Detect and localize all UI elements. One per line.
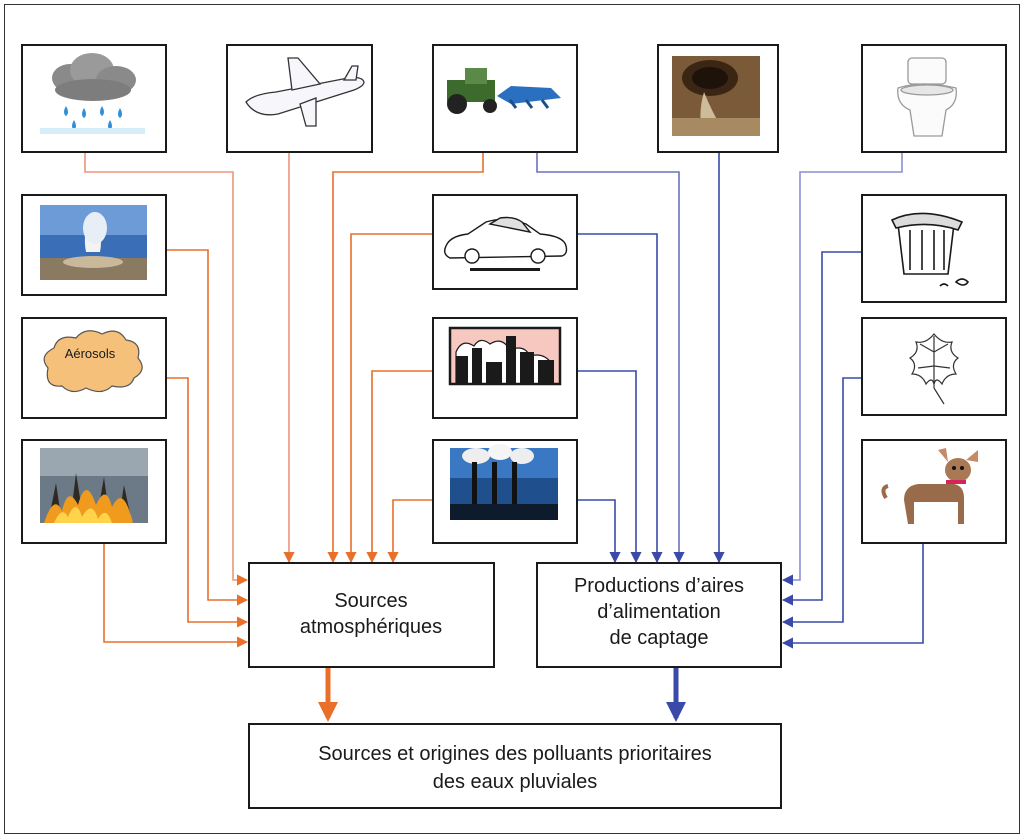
catchment-line-2: d’alimentation bbox=[597, 601, 720, 623]
catchment-connectors bbox=[536, 152, 924, 649]
toilet-box bbox=[861, 44, 1007, 153]
aerosols-cloud-icon: Aérosols bbox=[43, 330, 143, 393]
connector-powerplant-blue bbox=[577, 499, 621, 564]
fire-box bbox=[21, 439, 167, 544]
trash-box bbox=[861, 194, 1007, 303]
rain-cloud-box bbox=[21, 44, 167, 153]
classic-car-icon bbox=[443, 216, 568, 271]
aerosols-label: Aérosols bbox=[65, 346, 116, 361]
connector-rain bbox=[84, 152, 249, 586]
sewer-outflow-photo bbox=[672, 56, 760, 136]
chihuahua-dog-icon bbox=[881, 448, 978, 524]
diagram-frame bbox=[4, 4, 1020, 834]
final-node: Sources et origines des polluants priori… bbox=[248, 723, 782, 809]
connector-powerplant bbox=[387, 499, 433, 564]
connector-fire bbox=[103, 543, 249, 648]
powerplant-box bbox=[432, 439, 578, 544]
car-box bbox=[432, 194, 578, 290]
connector-dog bbox=[781, 543, 924, 649]
connector-tractor bbox=[327, 152, 484, 564]
tractor-plough-photo bbox=[447, 68, 561, 114]
catchment-line-3: de captage bbox=[610, 627, 709, 649]
atmospheric-line-1: Sources bbox=[334, 590, 407, 612]
leaf-icon bbox=[908, 333, 960, 405]
city-box bbox=[432, 317, 578, 419]
connector-city bbox=[366, 370, 433, 564]
atmospheric-sources-node: Sources atmosphériques bbox=[248, 562, 495, 668]
leaf-box bbox=[861, 317, 1007, 416]
airplane-icon bbox=[245, 57, 365, 127]
trash-can-icon bbox=[890, 212, 970, 287]
aerosols-box: Aérosols bbox=[21, 317, 167, 419]
airplane-box bbox=[226, 44, 373, 153]
connector-toilet bbox=[781, 152, 903, 586]
final-line-1: Sources et origines des polluants priori… bbox=[318, 743, 712, 765]
catchment-line-1: Productions d’aires bbox=[574, 575, 744, 597]
connector-leaf bbox=[781, 377, 862, 628]
atmospheric-connectors bbox=[84, 152, 484, 648]
rain-cloud-icon bbox=[40, 53, 145, 134]
power-plant-photo bbox=[450, 444, 558, 520]
connector-aerosols bbox=[166, 377, 249, 628]
toilet-icon bbox=[897, 57, 957, 137]
connector-trash bbox=[781, 251, 862, 606]
connector-car bbox=[345, 233, 433, 564]
catchment-production-node: Productions d’aires d’alimentation de ca… bbox=[536, 562, 782, 668]
city-skyline-icon bbox=[448, 326, 562, 386]
tractor-box bbox=[432, 44, 578, 153]
connector-tractor-blue bbox=[536, 152, 685, 564]
connector-car-blue bbox=[577, 233, 663, 564]
dog-box bbox=[861, 439, 1007, 544]
connector-geyser bbox=[166, 249, 249, 606]
geyser-photo bbox=[40, 205, 147, 280]
forest-fire-photo bbox=[40, 448, 148, 523]
atmospheric-line-2: atmosphériques bbox=[300, 616, 442, 638]
connector-city-blue bbox=[577, 370, 642, 564]
final-line-2: des eaux pluviales bbox=[433, 771, 598, 793]
geyser-box bbox=[21, 194, 167, 296]
sewer-box bbox=[657, 44, 779, 153]
